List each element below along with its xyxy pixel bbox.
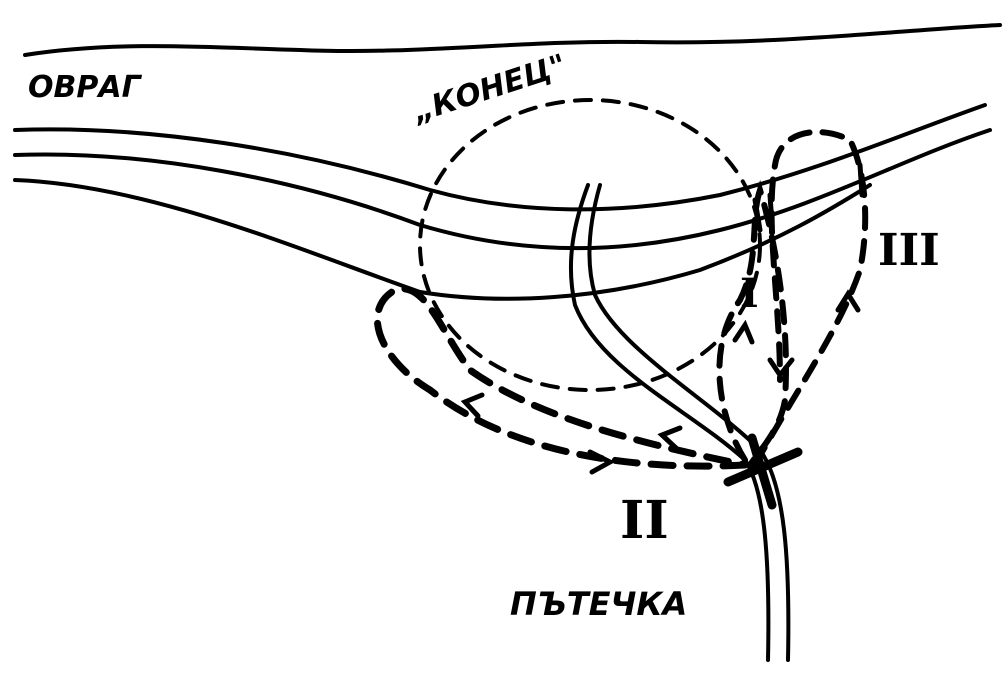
- road-line-top: [13, 103, 987, 212]
- footpath-line-right: [587, 183, 791, 662]
- route-2-loop: [374, 285, 749, 470]
- road-line-bottom: [13, 178, 872, 301]
- start-cross-icon: [723, 433, 803, 510]
- ravine-edge: [23, 23, 1002, 57]
- route-1-label: I: [740, 270, 759, 317]
- route-2-label: II: [620, 490, 669, 551]
- footpath-label: ПЪТЕЧКА: [510, 585, 688, 623]
- arrow-icon: [587, 449, 616, 475]
- end-zone-circle: [418, 98, 762, 392]
- arrow-icon: [835, 289, 861, 313]
- arrow-icon: [732, 319, 755, 345]
- crossing-mark: [752, 192, 775, 233]
- route-3-loop: [752, 129, 869, 468]
- route-3-label: III: [878, 225, 940, 276]
- route-1-loop: [716, 180, 789, 468]
- road-line-middle: [13, 128, 992, 251]
- arrow-icon: [767, 357, 795, 380]
- ravine-label: ОВРАГ: [28, 70, 141, 105]
- crossing-mark: [857, 162, 865, 198]
- arrow-icon: [460, 392, 485, 419]
- arrow-icon: [657, 425, 683, 451]
- footpath-line-left: [568, 183, 771, 662]
